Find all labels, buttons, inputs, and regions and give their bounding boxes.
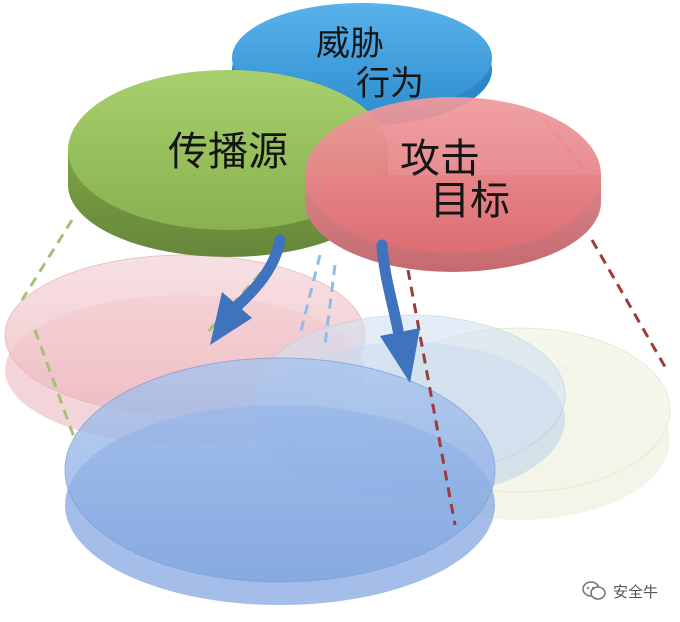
attack-target-disc: 攻击 目标 bbox=[305, 97, 601, 272]
propagation-source-label: 传播源 bbox=[168, 129, 288, 175]
arrow-to-ghost-pink bbox=[210, 234, 286, 345]
wechat-bubble-icon bbox=[582, 581, 606, 600]
threat-behavior-label-line1: 威胁 bbox=[316, 24, 384, 64]
watermark-text: 安全牛 bbox=[612, 582, 658, 601]
attack-target-label-line2: 目标 bbox=[430, 178, 510, 224]
ghost-blue-disc bbox=[64, 357, 496, 605]
threat-behavior-label-line2: 行为 bbox=[356, 64, 424, 104]
arrow-to-ghost-light-blue bbox=[376, 239, 420, 383]
watermark: 安全牛 bbox=[581, 578, 658, 604]
attack-target-label-line1: 攻击 bbox=[400, 136, 480, 182]
